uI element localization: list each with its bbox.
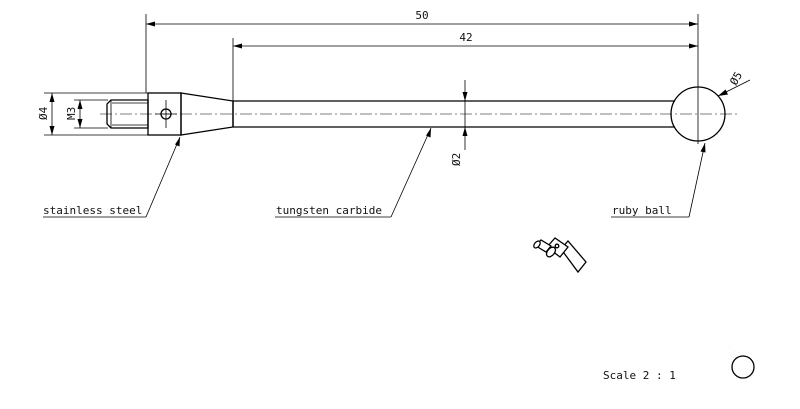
label-stainless-steel: stainless steel [43, 204, 142, 217]
dimension-shaft-diameter [462, 80, 468, 150]
label-tungsten-carbide: tungsten carbide [276, 204, 382, 217]
dimension-42-label: 42 [459, 31, 472, 44]
dimension-50-label: 50 [415, 9, 428, 22]
callout-tungsten-carbide [275, 127, 432, 218]
dimension-overall-length [145, 14, 699, 93]
isometric-view [533, 237, 755, 379]
dimension-shaft-length [232, 38, 698, 101]
dimension-body-diameter [44, 92, 148, 136]
label-ruby-ball: ruby ball [612, 204, 672, 217]
dimension-ball-diameter [717, 79, 751, 97]
callout-ruby-ball [611, 142, 706, 218]
isometric-ruby-ball [731, 355, 755, 379]
callout-stainless-steel [43, 136, 181, 218]
dimension-m3-label: M3 [65, 107, 78, 120]
carbide-shaft [232, 100, 675, 128]
dimension-4-label: Ø4 [37, 106, 50, 120]
dimension-5-label: Ø5 [727, 70, 745, 88]
dimension-2-label: Ø2 [450, 153, 463, 166]
dimension-thread [74, 99, 108, 129]
ruby-ball-tip [670, 84, 726, 144]
scale-label: Scale 2 : 1 [603, 369, 676, 382]
